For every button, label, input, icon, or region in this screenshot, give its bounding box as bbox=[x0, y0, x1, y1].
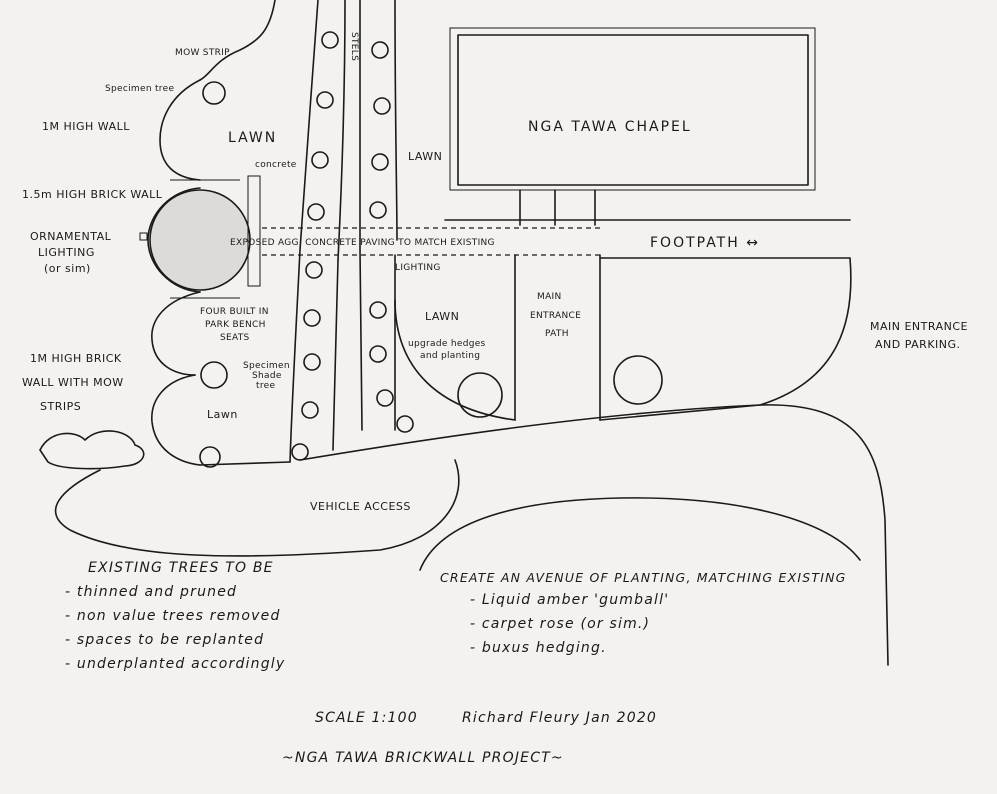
chapel-building bbox=[444, 27, 851, 226]
label-ornamental-lighting-2: LIGHTING bbox=[38, 246, 95, 259]
label-lawn-top: LAWN bbox=[228, 130, 277, 146]
label-ornamental-lighting-3: (or sim) bbox=[44, 262, 91, 275]
label-shade-tree: Specimen bbox=[243, 361, 290, 371]
label-paving: EXPOSED AGG. CONCRETE PAVING TO MATCH EX… bbox=[230, 238, 495, 248]
specimen-trees bbox=[199, 81, 228, 468]
shrub-cluster bbox=[39, 430, 145, 470]
note-avenue-item-1: - Liquid amber 'gumball' bbox=[470, 592, 669, 608]
label-benches: FOUR BUILT IN bbox=[200, 307, 269, 317]
note-existing-item-4: - underplanted accordingly bbox=[65, 656, 285, 672]
label-upgrade-2: and planting bbox=[420, 351, 480, 361]
label-main-path-3: PATH bbox=[545, 329, 569, 339]
avenue-east bbox=[359, 0, 398, 431]
note-avenue-heading: CREATE AN AVENUE OF PLANTING, MATCHING E… bbox=[440, 570, 847, 585]
label-parking-2: AND PARKING. bbox=[875, 338, 961, 351]
label-chapel: NGA TAWA CHAPEL bbox=[528, 119, 692, 135]
label-lawn-bottom: Lawn bbox=[207, 408, 238, 421]
round-garden bbox=[139, 175, 261, 291]
label-main-path-2: ENTRANCE bbox=[530, 311, 581, 321]
note-existing-item-1: - thinned and pruned bbox=[65, 584, 237, 600]
label-1m-wall: 1M HIGH WALL bbox=[42, 120, 130, 133]
note-existing-item-2: - non value trees removed bbox=[65, 608, 281, 624]
label-upgrade: upgrade hedges bbox=[408, 339, 486, 349]
avenue-trees bbox=[291, 31, 414, 461]
label-shade-tree-3: tree bbox=[256, 381, 275, 391]
label-brick-mow-3: STRIPS bbox=[40, 400, 81, 413]
footer-author: Richard Fleury Jan 2020 bbox=[462, 710, 657, 726]
label-main-path: MAIN bbox=[537, 292, 562, 302]
label-benches-3: SEATS bbox=[220, 333, 250, 343]
note-existing-trees: EXISTING TREES TO BE - thinned and prune… bbox=[65, 560, 285, 672]
label-brick-wall: 1.5m HIGH BRICK WALL bbox=[22, 188, 163, 201]
label-concrete: concrete bbox=[255, 160, 297, 170]
note-existing-heading: EXISTING TREES TO BE bbox=[88, 560, 274, 576]
label-shade-tree-2: Shade bbox=[252, 371, 282, 381]
label-vehicle-access: VEHICLE ACCESS bbox=[310, 500, 411, 513]
footer-scale: SCALE 1:100 bbox=[315, 710, 418, 726]
label-lawn-right: LAWN bbox=[408, 150, 442, 163]
label-brick-mow-2: WALL WITH MOW bbox=[22, 376, 124, 389]
paving-strip bbox=[262, 227, 600, 256]
vehicle-access bbox=[54, 404, 889, 666]
parking-area bbox=[599, 257, 852, 421]
label-benches-2: PARK BENCH bbox=[205, 320, 266, 330]
label-footpath: FOOTPATH ↔ bbox=[650, 235, 760, 251]
note-existing-item-3: - spaces to be replanted bbox=[65, 632, 264, 648]
note-avenue-item-3: - buxus hedging. bbox=[470, 640, 607, 656]
label-lawn-mid: LAWN bbox=[425, 310, 459, 323]
label-specimen-tree: Specimen tree bbox=[105, 84, 174, 94]
note-avenue-item-2: - carpet rose (or sim.) bbox=[470, 616, 650, 632]
brick-wall-bays bbox=[147, 0, 291, 466]
footer-project: ~NGA TAWA BRICKWALL PROJECT~ bbox=[282, 750, 564, 766]
label-street: STELS bbox=[349, 32, 359, 61]
label-parking: MAIN ENTRANCE bbox=[870, 320, 968, 333]
label-mow-strip: MOW STRIP bbox=[175, 48, 230, 58]
note-avenue: CREATE AN AVENUE OF PLANTING, MATCHING E… bbox=[440, 570, 847, 656]
lawn-mid-area bbox=[394, 254, 601, 431]
label-ornamental-lighting: ORNAMENTAL bbox=[30, 230, 112, 243]
avenue-west bbox=[289, 0, 346, 463]
label-brick-mow: 1M HIGH BRICK bbox=[30, 352, 122, 365]
label-lighting: LIGHTING bbox=[395, 263, 441, 273]
